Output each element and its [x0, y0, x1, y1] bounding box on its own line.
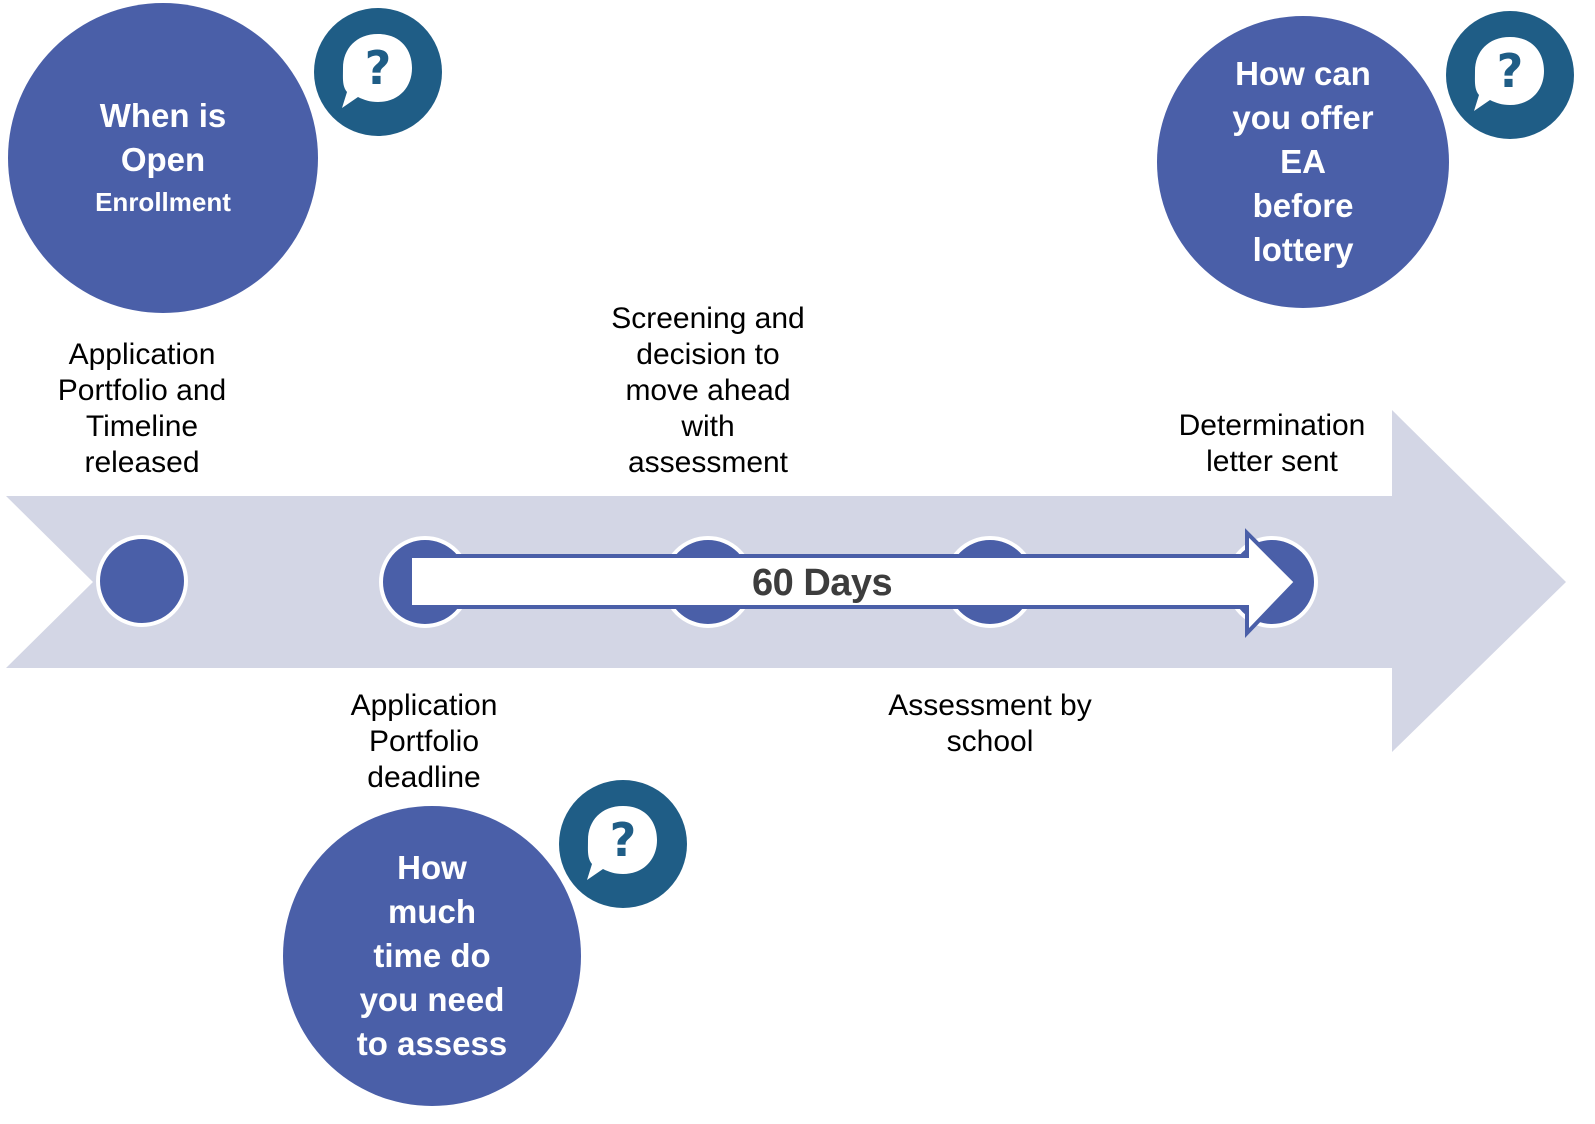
milestone-label-assessment: Assessment by school [860, 688, 1120, 760]
question-bubble-icon: ? [1446, 11, 1574, 139]
milestone-line: Application [68, 338, 216, 371]
milestone-line: deadline [367, 761, 481, 794]
milestone-line: Application [350, 689, 498, 722]
question-line: How can [1235, 55, 1371, 92]
milestone-line: Timeline [85, 410, 199, 443]
sixty-days-arrow [408, 528, 1299, 638]
milestone-label-determination: Determination letter sent [1152, 408, 1392, 480]
milestone-line: decision to [636, 338, 780, 371]
svg-text:?: ? [610, 813, 637, 867]
question-line: time do [373, 937, 491, 974]
duration-label: 60 Days [752, 562, 893, 604]
svg-text:?: ? [365, 41, 392, 95]
milestone-line: released [84, 446, 200, 479]
milestone-line: Assessment by [888, 689, 1092, 722]
milestone-line: letter sent [1206, 445, 1338, 478]
question-line: Open [120, 141, 206, 178]
question-bubble-icon: ? [314, 8, 442, 136]
milestone-line: school [946, 725, 1034, 758]
milestone-label-deadline: Application Portfolio deadline [304, 688, 544, 796]
question-line: you offer [1232, 99, 1374, 136]
question-line: How [397, 849, 467, 886]
question-circle-ea-before-lottery: How can you offer EA before lottery [1157, 16, 1449, 308]
milestone-line: move ahead [625, 374, 791, 407]
milestone-label-released: Application Portfolio and Timeline relea… [22, 337, 262, 481]
question-line: lottery [1252, 231, 1354, 268]
question-circle-time-to-assess: How much time do you need to assess [283, 806, 581, 1106]
milestone-label-screening: Screening and decision to move ahead wit… [578, 301, 838, 481]
question-circle-open-enrollment: When is Open Enrollment [8, 3, 318, 313]
question-line: When is [99, 97, 227, 134]
question-line: EA [1280, 143, 1326, 180]
milestone-line: assessment [627, 446, 789, 479]
milestone-line: Determination [1178, 409, 1366, 442]
milestone-line: with [681, 410, 735, 443]
question-line: much [387, 893, 476, 930]
milestone-line: Portfolio and [57, 374, 227, 407]
svg-text:?: ? [1497, 44, 1524, 98]
question-line: you need [359, 981, 505, 1018]
milestone-line: Portfolio [368, 725, 480, 758]
question-line: to assess [356, 1025, 508, 1062]
question-bubble-icon: ? [559, 780, 687, 908]
milestone-line: Screening and [611, 302, 805, 335]
question-line: before [1252, 187, 1354, 224]
timeline-node-1 [96, 535, 188, 627]
question-line: Enrollment [95, 187, 231, 217]
